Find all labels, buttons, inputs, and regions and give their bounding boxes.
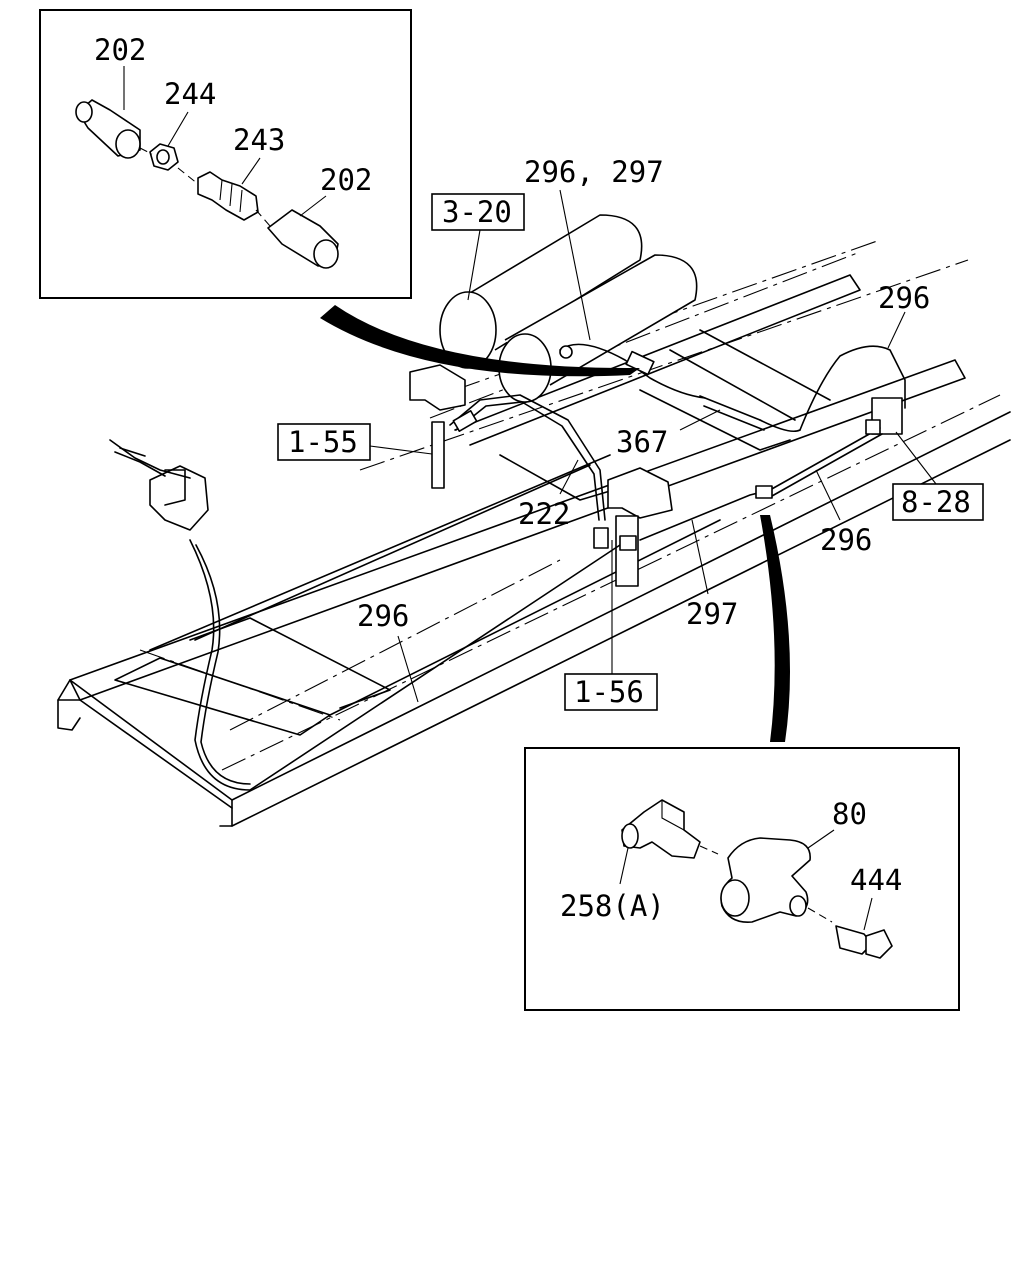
callout-222: 222	[518, 497, 570, 531]
callout-444: 444	[850, 863, 902, 897]
ref-box-3-20	[431, 193, 525, 231]
callout-258a: 258(A)	[560, 889, 665, 923]
brackets	[409, 364, 903, 587]
callouts: 202 244 243 202 296, 297 296 367 222 296…	[94, 33, 930, 923]
ref-1-55: 1-55	[288, 425, 358, 459]
callout-244: 244	[164, 77, 216, 111]
callout-296-right: 296	[820, 523, 872, 557]
ref-box-1-56	[564, 673, 658, 711]
callout-202-left: 202	[94, 33, 146, 67]
valve-assembly	[109, 439, 209, 531]
ref-box-1-55	[277, 423, 371, 461]
ref-8-28: 8-28	[901, 485, 971, 519]
brake-pipes	[189, 343, 906, 791]
ref-box-8-28	[892, 483, 984, 521]
leader-detail-bottom	[760, 515, 790, 742]
frame-connectors	[452, 345, 881, 551]
callout-297: 297	[686, 597, 738, 631]
callout-243: 243	[233, 123, 285, 157]
leader-detail-top	[320, 305, 640, 377]
callout-296-left: 296	[357, 599, 409, 633]
callout-80: 80	[832, 797, 867, 831]
callout-202-right: 202	[320, 163, 372, 197]
ref-3-20: 3-20	[442, 195, 512, 229]
detail-frame-top	[39, 9, 412, 299]
chassis-frame	[57, 239, 1011, 827]
callout-296-297: 296, 297	[524, 155, 664, 189]
callout-367: 367	[616, 425, 668, 459]
reference-boxes: 3-20 1-55 8-28 1-56	[277, 193, 984, 711]
ref-1-56: 1-56	[574, 675, 644, 709]
callout-296-top: 296	[878, 281, 930, 315]
detail-frame-bottom	[524, 747, 960, 1011]
